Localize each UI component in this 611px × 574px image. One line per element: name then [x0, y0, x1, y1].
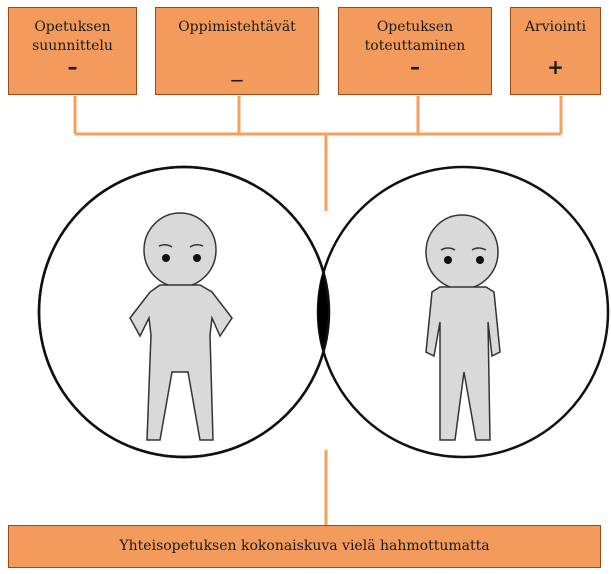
box-oppimistehtavat: Oppimistehtävät _: [155, 7, 319, 95]
box-label-line2: suunnittelu: [32, 38, 113, 54]
box-opetuksen-suunnittelu: Opetuksen suunnittelu –: [8, 7, 137, 95]
summary-box: Yhteisopetuksen kokonaiskuva vielä hahmo…: [8, 525, 601, 568]
box-arviointi: Arviointi +: [510, 7, 601, 95]
box-sign: _: [156, 60, 318, 79]
box-label-line1: Opetuksen: [377, 19, 453, 35]
summary-label: Yhteisopetuksen kokonaiskuva vielä hahmo…: [119, 538, 489, 554]
box-label-line2: toteuttaminen: [365, 38, 466, 54]
box-sign: +: [511, 58, 600, 77]
box-opetuksen-toteuttaminen: Opetuksen toteuttaminen –: [338, 7, 492, 95]
box-sign: –: [339, 58, 491, 77]
box-sign: –: [9, 58, 136, 77]
box-label-line1: Arviointi: [525, 19, 586, 35]
box-label-line1: Opetuksen: [34, 19, 110, 35]
box-label-line1: Oppimistehtävät: [178, 19, 296, 35]
